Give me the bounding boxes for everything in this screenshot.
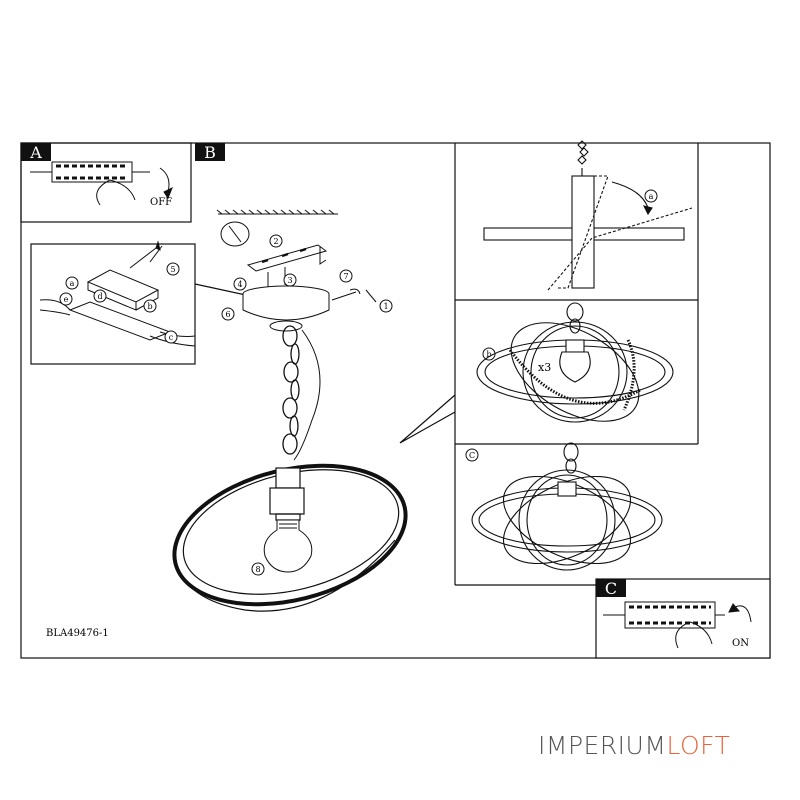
- sub-b-label: b: [147, 302, 152, 311]
- crossbar-rotation-figure: [483, 140, 693, 291]
- step-5-label: 5: [170, 265, 175, 274]
- step-c-label: C: [469, 451, 475, 460]
- sub-d-label: d: [97, 292, 102, 301]
- terminal-block-off-icon: [30, 161, 173, 206]
- step-6-label: 6: [225, 310, 230, 319]
- x3-label: x3: [538, 361, 551, 374]
- wiring-inset-frame: [30, 243, 196, 365]
- brand-part-1: IMPERIUM: [538, 731, 667, 760]
- sub-a-label: a: [70, 279, 75, 288]
- chain: [282, 325, 321, 461]
- panel-c-label: C: [605, 579, 617, 598]
- outer-frame: [20, 142, 771, 659]
- step-2-label: 2: [273, 237, 278, 246]
- panel-b-label: B: [204, 143, 216, 162]
- lamp-ring: [172, 463, 408, 612]
- step-1-label: 1: [383, 302, 388, 311]
- light-bulb-icon: [263, 519, 313, 573]
- brand-part-2: LOFT: [666, 731, 731, 760]
- on-label: ON: [732, 638, 749, 649]
- mounting-bracket: [246, 244, 328, 272]
- step-3-label: 3: [287, 276, 292, 285]
- sub-c-label: c: [169, 333, 174, 342]
- step-4-label: 4: [237, 280, 242, 289]
- sub-e-label: e: [64, 295, 69, 304]
- step-7-label: 7: [343, 272, 348, 281]
- step-8-label: 8: [255, 565, 260, 574]
- terminal-block-on-icon: [603, 601, 752, 649]
- completed-cage-figure: [471, 442, 663, 571]
- wiring-connector-icon: [39, 240, 196, 347]
- wall-plug-icon: [220, 221, 250, 247]
- ceiling-icon: [216, 209, 338, 215]
- lamp-socket: [269, 467, 305, 521]
- step-a-label: a: [649, 192, 654, 201]
- off-label: OFF: [150, 197, 172, 208]
- brand-logo: IMPERIUMLOFT: [538, 731, 730, 760]
- panel-a-frame: [20, 142, 192, 223]
- cage-assembly-figure: [476, 302, 674, 423]
- step-b-label: b: [486, 350, 491, 359]
- model-number: BLA49476-1: [46, 628, 109, 639]
- panel-a-label: A: [29, 143, 42, 162]
